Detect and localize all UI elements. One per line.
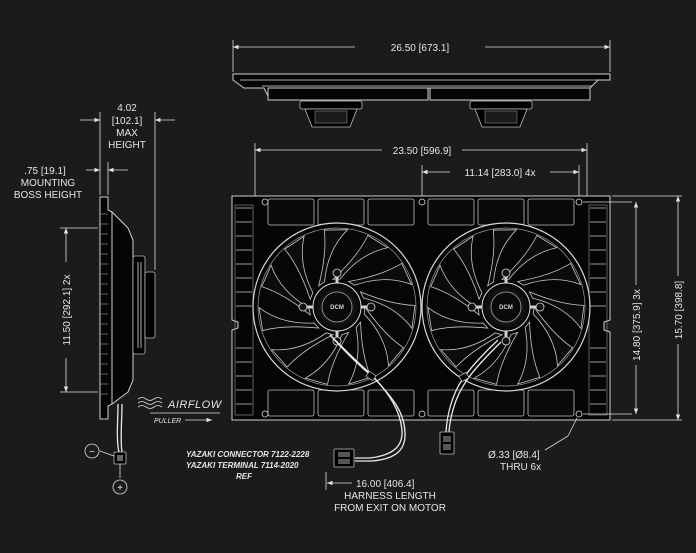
wiring-harness: 16.00 [406.4] HARNESS LENGTH FROM EXIT O… xyxy=(186,334,502,514)
fan-blade xyxy=(331,234,389,280)
fan-right: DCM xyxy=(421,222,591,392)
fan-blade xyxy=(318,229,349,287)
fan-blade xyxy=(430,264,480,316)
motor-bracket-bolt xyxy=(535,302,545,312)
hole-vertical-label: 14.80 [375.9] 3x xyxy=(632,289,643,361)
shroud-top-cell xyxy=(527,198,575,226)
fan-inner-ring xyxy=(257,227,417,387)
shroud-bottom-cell xyxy=(367,389,415,417)
fan-blade xyxy=(363,305,405,367)
connector-note-line3: REF xyxy=(236,472,253,481)
mounting-holes xyxy=(261,198,583,418)
shroud-top-cell xyxy=(267,198,315,226)
fan-blade xyxy=(359,291,416,330)
shroud-top-cell xyxy=(317,198,365,226)
positive-symbol: + xyxy=(117,483,123,494)
fan-blade xyxy=(532,305,574,367)
top-view: 26.50 [673.1] xyxy=(232,40,611,128)
motor-bracket-bolt xyxy=(501,268,511,278)
top-view-motor-left xyxy=(299,100,363,128)
overall-height-label: 15.70 [398.8] xyxy=(674,281,685,340)
shroud-top-cell xyxy=(477,198,525,226)
fan-blade xyxy=(487,229,518,287)
motor-bracket-bolt xyxy=(298,302,308,312)
hole-thru-label: THRU 6x xyxy=(500,462,541,473)
shroud-bottom-cell xyxy=(317,389,365,417)
hub-logo-text: DCM xyxy=(330,305,344,311)
side-height-label: 11.50 [292.1] 2x xyxy=(62,275,73,346)
motor-bracket-bolt xyxy=(501,336,511,346)
positive-terminal-icon xyxy=(112,479,128,495)
fan-blade xyxy=(284,235,314,301)
fan-inner-ring xyxy=(426,227,586,387)
fan-blade xyxy=(516,321,541,385)
shroud-bottom-cell xyxy=(267,389,315,417)
harness-length-value: 16.00 [406.4] xyxy=(356,479,415,490)
shroud-top-cell xyxy=(427,198,475,226)
max-height-metric: [102.1] xyxy=(112,116,143,127)
top-view-motor-right xyxy=(469,100,533,128)
fan-blade xyxy=(270,332,335,368)
connector-left xyxy=(333,448,355,468)
motor-bracket-bolt xyxy=(366,302,376,312)
fan-blade xyxy=(439,332,504,368)
shroud-top-cell xyxy=(367,198,415,226)
fan-blade xyxy=(427,306,489,332)
front-view: DCM DCM 23.50 [596.9] 11.14 [283.0] 4x xyxy=(231,143,685,473)
airflow-label: AIRFLOW xyxy=(167,399,223,411)
side-view: − + 4.02 [102.1] MAX HEIGHT .75 [19.1] M… xyxy=(14,103,223,495)
fan-blade xyxy=(473,331,519,385)
connector-right xyxy=(439,431,455,455)
motor-bracket-bolt xyxy=(467,302,477,312)
fan-blade xyxy=(304,331,350,385)
motor-hub-badge xyxy=(490,291,522,323)
overall-width-label: 26.50 [673.1] xyxy=(391,43,450,54)
max-height-value: 4.02 xyxy=(117,103,137,114)
motor-bracket-bolt xyxy=(332,336,342,346)
negative-terminal-icon xyxy=(84,443,100,459)
hole-diameter-label: Ø.33 [Ø8.4] xyxy=(488,450,540,461)
shroud-top-cells xyxy=(267,198,575,226)
hub-logo-text: DCM xyxy=(499,305,513,311)
harness-length-label: HARNESS LENGTH xyxy=(344,491,436,502)
max-height-line2: HEIGHT xyxy=(108,140,146,151)
airflow-icon xyxy=(137,397,163,409)
shroud-side-fins xyxy=(234,204,608,416)
side-view-fins xyxy=(100,213,108,395)
negative-symbol: − xyxy=(89,447,95,458)
hole-spacing-top-label: 11.14 [283.0] 4x xyxy=(465,168,536,179)
shroud-bottom-cell xyxy=(527,389,575,417)
boss-height-line1: MOUNTING xyxy=(21,178,76,189)
airflow-mode-label: PULLER xyxy=(154,418,181,425)
fan-blade xyxy=(528,291,585,330)
shroud-bottom-cell xyxy=(477,389,525,417)
connector-note-line1: YAZAKI CONNECTOR 7122-2228 xyxy=(186,450,310,459)
connector-note-line2: YAZAKI TERMINAL 7114-2020 xyxy=(186,461,299,470)
hole-span-label: 23.50 [596.9] xyxy=(393,146,452,157)
boss-height-line2: BOSS HEIGHT xyxy=(14,190,82,201)
harness-from-label: FROM EXIT ON MOTOR xyxy=(334,503,446,514)
fan-blade xyxy=(453,235,483,301)
fan-blade xyxy=(347,262,413,286)
motor-hub-badge xyxy=(321,291,353,323)
fan-left: DCM xyxy=(252,222,422,392)
motor-bracket-bolt xyxy=(332,268,342,278)
max-height-line1: MAX xyxy=(116,128,138,139)
fan-blade xyxy=(516,262,582,286)
shroud-bottom-cells xyxy=(267,389,575,417)
fan-blade xyxy=(258,306,320,332)
fan-blade xyxy=(261,264,311,316)
boss-height-value: .75 [19.1] xyxy=(24,166,66,177)
fan-blade xyxy=(500,234,558,280)
